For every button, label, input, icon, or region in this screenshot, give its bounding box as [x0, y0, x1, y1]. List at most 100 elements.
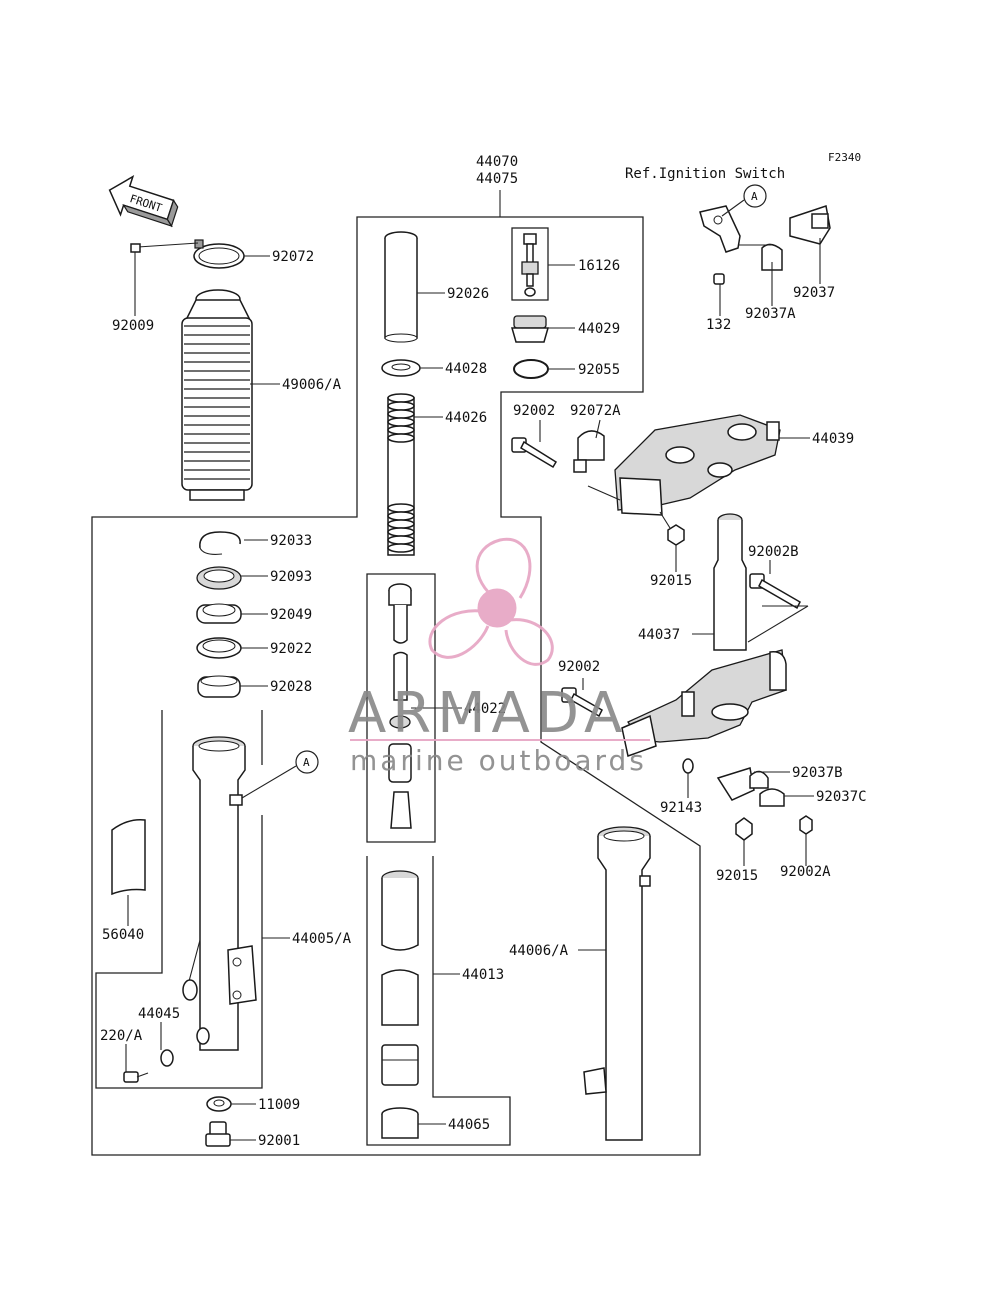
bolt-92002B — [749, 573, 801, 610]
spring-coil — [387, 409, 415, 419]
nut-92015-lower — [735, 817, 753, 841]
armada-watermark: ARMADA marine outboards — [348, 537, 650, 777]
spring-coil — [387, 433, 415, 443]
spring-coil — [387, 543, 415, 553]
gasket-11009 — [206, 1096, 232, 1112]
spring-coil — [387, 425, 415, 435]
steering-stem-44037 — [621, 513, 787, 757]
nut-92015-upper — [667, 524, 685, 546]
fork-boot-49006A — [181, 289, 253, 501]
spring-coil — [387, 527, 415, 537]
washer-44045 — [160, 1027, 210, 1067]
label-92015-lower: 92015 — [716, 868, 758, 884]
spring-coil — [387, 401, 415, 411]
label-56040: 56040 — [102, 927, 144, 943]
label-44022: 44022 — [464, 701, 506, 717]
outer-tube-44005A — [182, 736, 257, 1051]
assembly-frame-44070 — [91, 216, 701, 1156]
valve-16126 — [511, 227, 549, 301]
bolt-92002-upper — [511, 437, 558, 469]
label-44028: 44028 — [445, 361, 487, 377]
label-44070: 44070 — [476, 154, 518, 170]
label-92022: 92022 — [270, 641, 312, 657]
label-132: 132 — [706, 317, 731, 333]
cartridge-frame — [366, 573, 436, 843]
label-92028: 92028 — [270, 679, 312, 695]
inner-tube-frame — [366, 856, 511, 1146]
inner-tube-44013 — [381, 870, 419, 1086]
bracket-92037B — [716, 767, 769, 801]
propeller-logo-icon — [428, 537, 554, 666]
figure-code: F2340 — [828, 151, 861, 164]
label-44075: 44075 — [476, 171, 518, 187]
label-44026: 44026 — [445, 410, 487, 426]
screw-92009 — [130, 242, 199, 253]
label-44006A: 44006/A — [509, 943, 569, 959]
ref-note: Ref.Ignition Switch — [625, 166, 785, 182]
watermark-tagline: marine outboards — [350, 744, 647, 777]
label-92001: 92001 — [258, 1133, 300, 1149]
spring-coil — [387, 535, 415, 545]
bushing-92028 — [197, 675, 241, 698]
spring-coils — [387, 393, 415, 553]
label-92002B: 92002B — [748, 544, 799, 560]
label-92033: 92033 — [270, 533, 312, 549]
svg-text:A: A — [303, 756, 310, 769]
label-92072: 92072 — [272, 249, 314, 265]
washer-44028 — [381, 359, 421, 377]
label-92015-upper: 92015 — [650, 573, 692, 589]
spacer-44065 — [381, 1107, 419, 1139]
spring-coil — [387, 503, 415, 513]
label-44005A: 44005/A — [292, 931, 352, 947]
bushing-92022 — [196, 637, 242, 659]
callout-a-top: A — [721, 184, 767, 217]
drain-bolt-92001 — [205, 1121, 231, 1147]
label-44039: 44039 — [812, 431, 854, 447]
upper-bracket-44039 — [614, 414, 781, 516]
fork-tube-92026 — [384, 231, 418, 343]
label-11009: 11009 — [258, 1097, 300, 1113]
label-92002A: 92002A — [780, 864, 831, 880]
label-44029: 44029 — [578, 321, 620, 337]
label-92037B: 92037B — [792, 765, 843, 781]
circlip-92033 — [199, 531, 241, 555]
oil-seal-92093 — [196, 566, 242, 590]
clamp-92037A — [761, 243, 783, 271]
boot-ribs — [184, 325, 250, 480]
svg-text:A: A — [751, 190, 758, 203]
label-92055: 92055 — [578, 362, 620, 378]
label-92026: 92026 — [447, 286, 489, 302]
label-92093: 92093 — [270, 569, 312, 585]
watermark-brand: ARMADA — [348, 681, 628, 746]
label-92037C: 92037C — [816, 789, 867, 805]
label-44065: 44065 — [448, 1117, 490, 1133]
label-92002-lower: 92002 — [558, 659, 600, 675]
bolt-220A — [123, 1071, 149, 1083]
label-92002-upper: 92002 — [513, 403, 555, 419]
clamp-92037C — [759, 788, 785, 807]
o-ring-92055 — [513, 359, 549, 379]
label-92072A: 92072A — [570, 403, 621, 419]
bolt-92002A — [799, 815, 813, 835]
cap-bolt-44029 — [511, 315, 549, 343]
bracket-ignition-left — [699, 205, 741, 253]
clamp-92072 — [193, 239, 245, 269]
bolt-132 — [713, 273, 725, 285]
washer-92143 — [682, 758, 694, 774]
leader-lines — [125, 190, 821, 1141]
washer-92049 — [196, 603, 242, 624]
label-49006A: 49006/A — [282, 377, 342, 393]
label-92049: 92049 — [270, 607, 312, 623]
dust-guard-56040 — [111, 818, 146, 896]
part-labels: 44070 44075 92072 92009 49006/A 92026 16… — [100, 154, 867, 1149]
label-92143: 92143 — [660, 800, 702, 816]
label-16126: 16126 — [578, 258, 620, 274]
cartridge-44022 — [388, 583, 412, 829]
spring-coil — [387, 511, 415, 521]
label-44045: 44045 — [138, 1006, 180, 1022]
spring-coil — [387, 417, 415, 427]
label-44013: 44013 — [462, 967, 504, 983]
lower-left-frame — [95, 710, 263, 1089]
clamp-92072A — [573, 430, 605, 473]
